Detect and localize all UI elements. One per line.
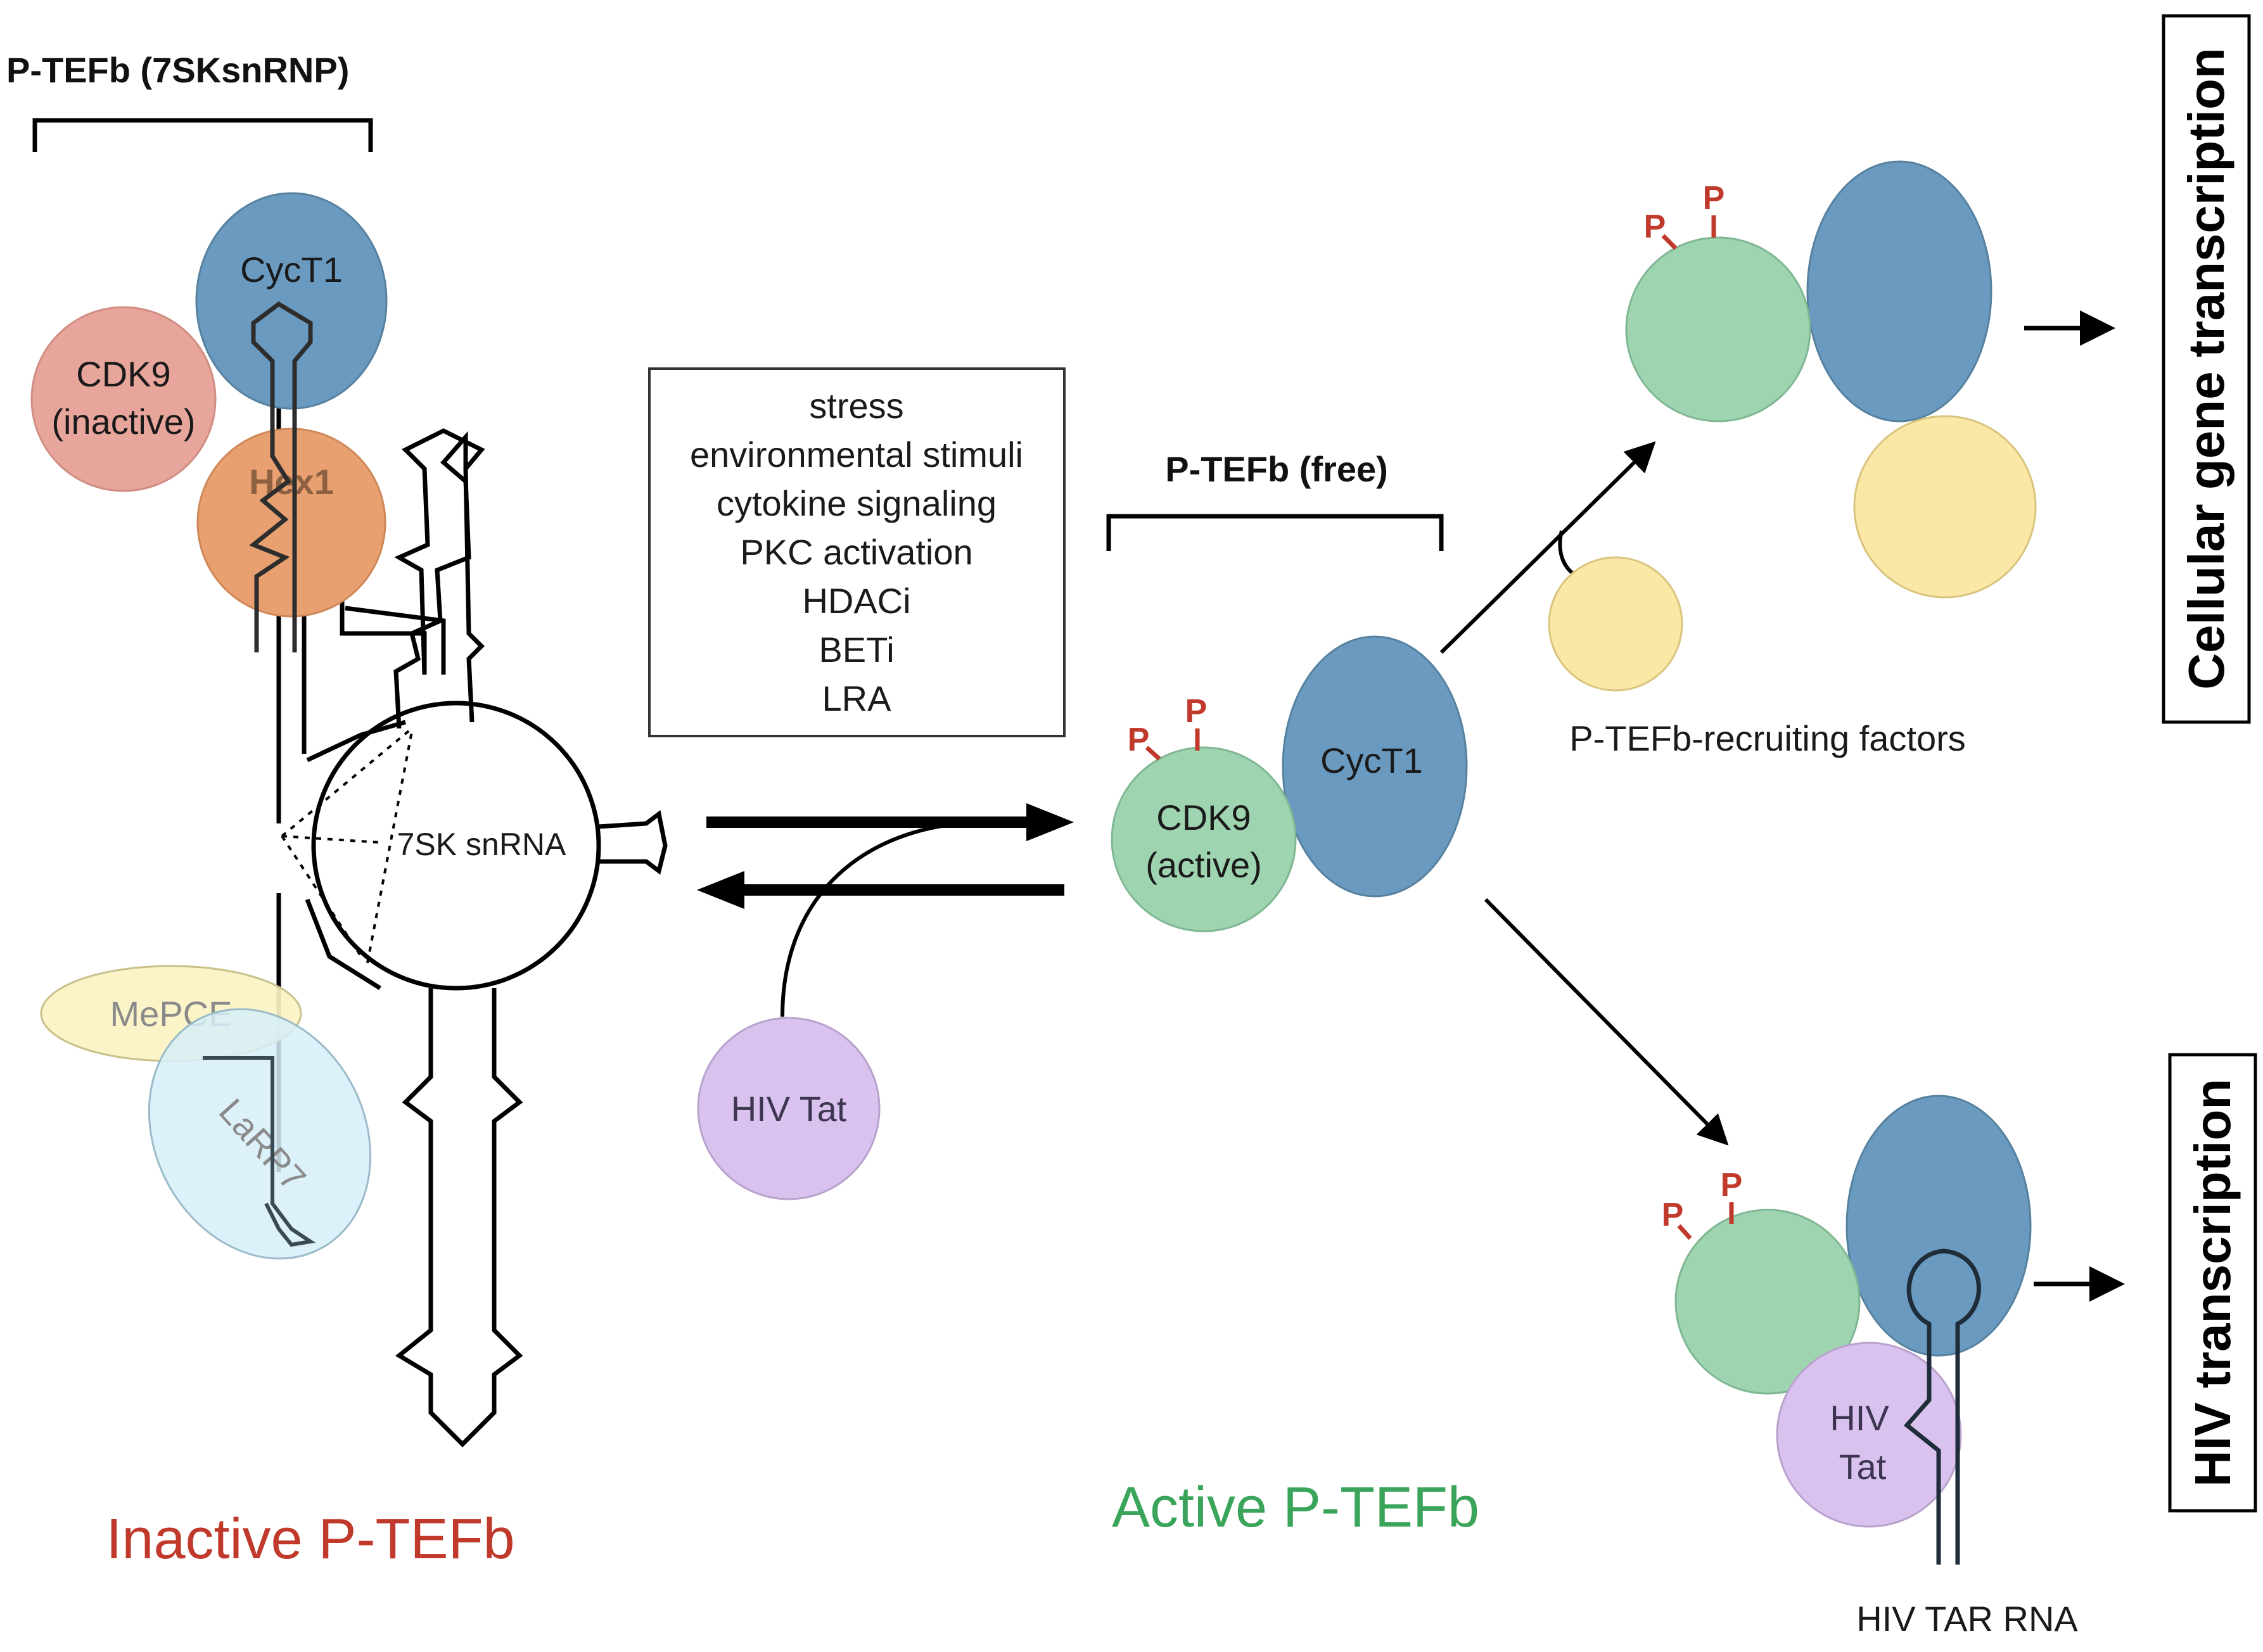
hex1 [196,428,386,618]
hiv-tat-bound-label-1: HIV [1830,1398,1889,1438]
stimulus-7: LRA [822,678,892,718]
equilibrium-arrows [697,803,1074,1017]
inactive-bracket [32,118,373,152]
stimulus-5: HDACi [802,581,910,621]
phosphate-mark: P [1128,721,1150,758]
snrna-label: 7SK snRNA [397,827,566,862]
recruiting-label: P-TEFb-recruiting factors [1569,718,1966,758]
recruiting-factor-free [1548,556,1683,692]
cdk9-active-label-1: CDK9 [1156,797,1251,837]
inactive-title: Inactive P-TEFb [106,1508,514,1571]
inactive-header: P-TEFb (7SKsnRNP) [6,50,349,90]
cdk9-active-label-2: (active) [1145,845,1262,885]
hiv-tat-bound-label-2: Tat [1839,1447,1887,1487]
active-title: Active P-TEFb [1112,1476,1479,1539]
phosphate-mark: P [1644,208,1666,245]
cdk9-active [1111,746,1297,932]
stimulus-6: BETi [819,630,894,670]
tar-label: HIV TAR RNA [1856,1599,2078,1639]
stimulus-4: PKC activation [740,532,972,572]
cyct1-inactive-label: CycT1 [240,250,343,289]
cdk9-inactive [30,306,217,492]
stimulus-3: cytokine signaling [717,483,997,523]
phosphate-mark: P [1703,180,1725,217]
cdk9-inactive-label-2: (inactive) [51,402,195,442]
hex1-label: Hex1 [249,462,334,502]
hiv-tat-label: HIV Tat [731,1089,847,1129]
larp7-rna-contact [203,1056,316,1247]
phosphate-mark: P [1185,693,1208,730]
stimulus-2: environmental stimuli [690,435,1023,474]
tar-rna [1903,1249,1981,1565]
hiv-complex: HIV Tat P P [1662,1095,2032,1565]
hex1-rna-contact [249,301,313,652]
hiv-tat-free: HIV Tat [697,1017,881,1200]
larp7 [148,1008,372,1260]
hiv-outcome-label: HIV transcription [2184,1079,2241,1487]
stimuli-box: stress environmental stimuli cytokine si… [648,367,1066,737]
inactive-ptefb-group: P-TEFb (7SKsnRNP) [6,50,668,1571]
active-header: P-TEFb (free) [1165,449,1388,489]
cdk9-inactive-label-1: CDK9 [76,354,170,394]
dotted-interactions [281,727,413,963]
cellular-outcome-label: Cellular gene transcription [2178,48,2234,690]
hiv-outcome-box: HIV transcription [2168,1053,2257,1513]
cyct1-inactive [195,192,388,410]
cyct1-active-label: CycT1 [1320,740,1423,780]
arrow-to-cellular [1439,441,1656,654]
tat-effect-curve [781,820,989,1017]
active-ptefb-group: P-TEFb (free) CycT1 CDK9 (active) P P Ac… [1106,449,1479,1539]
cellular-outcome-box: Cellular gene transcription [2162,14,2251,724]
active-bracket [1106,514,1444,551]
cellular-complex: P P [1625,160,2037,599]
stimulus-1: stress [809,386,903,426]
arrow-to-hiv [1484,898,1729,1146]
cyct1-active [1282,635,1468,898]
phosphate-mark: P [1721,1167,1743,1204]
